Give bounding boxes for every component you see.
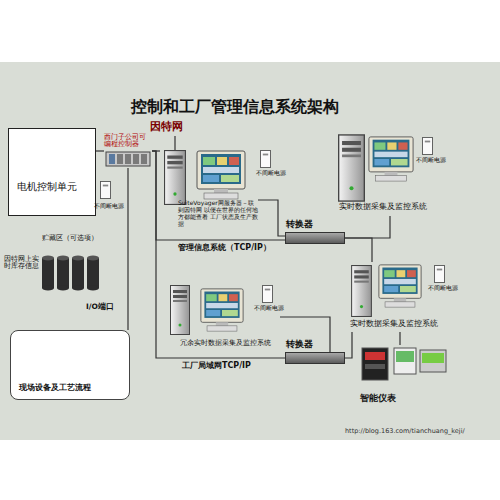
server-tower: [339, 135, 365, 201]
ups-label: 不间断电源: [256, 170, 286, 177]
network-link: [152, 150, 160, 151]
link-label: 工厂局域网TCP/IP: [182, 361, 251, 370]
plc-rack: [106, 152, 150, 166]
ups-label: 不间断电源: [254, 305, 284, 312]
server-tower: [171, 286, 190, 335]
tank-bottom: [87, 286, 99, 291]
node-text: 实时数据采集及监控系统: [350, 320, 448, 329]
network-switch: 转换器: [285, 232, 345, 244]
server-tower: [352, 266, 372, 317]
network-link: [345, 332, 352, 358]
smart-instrument: 智能仪表: [360, 345, 446, 407]
tank-body: [42, 258, 54, 288]
network-link: [345, 216, 390, 238]
network-link: [345, 238, 372, 262]
ups-unit: [101, 181, 111, 198]
workstation-monitor: [369, 137, 413, 181]
ups-label: 不间断电源: [428, 285, 458, 292]
network-link: [152, 151, 285, 358]
background-panel: [0, 62, 500, 440]
panel-meter: [394, 348, 416, 374]
monitoring-station: 实时数据采集及监控系统: [348, 262, 448, 332]
watermark: http://blog.163.com/tianchuang_keji/: [345, 428, 465, 435]
node-text: 电机控制单元: [17, 181, 91, 193]
diagram-title: 控制和工厂管理信息系统架构: [100, 98, 370, 116]
tank-top: [72, 256, 84, 261]
node-text: 现场设备及工艺流程: [19, 383, 123, 392]
node-text: 转换器: [286, 339, 330, 349]
tank-body: [72, 258, 84, 288]
ups-unit: [435, 265, 445, 282]
ups-unit: [423, 137, 433, 154]
tank-top: [87, 256, 99, 261]
network-switch: 转换器: [285, 352, 345, 364]
tank-top: [57, 256, 69, 261]
meter-keys: [365, 364, 385, 369]
plc-device: 西门子公司可编程控制器: [104, 134, 152, 168]
motor-unit-box: 电机控制单元: [8, 128, 96, 216]
internet-link: [174, 136, 175, 150]
link-label: I/O端口: [86, 303, 114, 312]
internet-label: 因特网: [150, 121, 183, 134]
network-link: [127, 168, 128, 330]
node-text: 智能仪表: [360, 394, 416, 404]
network-link: [258, 200, 285, 236]
plc-module: [109, 154, 115, 164]
network-link: [96, 150, 104, 151]
redundant-station: 冗余实时数据采集及监控系统: [168, 283, 280, 351]
plc-module: [117, 154, 123, 164]
panel-meter: [420, 350, 446, 372]
plc-module: [133, 154, 139, 164]
node-text: 因特网上实时库存信息: [4, 256, 42, 271]
meter-display: [396, 351, 414, 362]
node-text: 贮藏区（可选项）: [42, 234, 108, 242]
workstation-monitor: [197, 151, 245, 199]
workstation-monitor: [201, 289, 243, 331]
node-text: 冗余实时数据采集及监控系统: [180, 339, 280, 347]
node-text: 实时数据采集及监控系统: [339, 203, 445, 212]
plc-module: [125, 154, 131, 164]
ups-label: 不间断电源: [416, 157, 446, 164]
tank-body: [57, 258, 69, 288]
network-link: [152, 151, 285, 240]
link-label: 管理信息系统（TCP/IP）: [178, 243, 271, 252]
node-text: 转换器: [286, 219, 330, 229]
node-text: 西门子公司可编程控制器: [104, 134, 152, 149]
node-text: SuiteVoyager网服务器－联到因特网 以便在世界的任何地方都能查看 工厂…: [178, 200, 258, 228]
meter-display: [422, 353, 444, 363]
monitoring-station: 实时数据采集及监控系统: [335, 132, 445, 216]
tank-top: [42, 256, 54, 261]
workstation-monitor: [379, 265, 421, 307]
meter-display: [365, 352, 385, 360]
network-link: [280, 317, 330, 352]
web-server: SuiteVoyager网服务器－联到因特网 以便在世界的任何地方都能查看 工厂…: [160, 148, 258, 238]
network-link: [399, 332, 400, 345]
tank-body: [87, 258, 99, 288]
plc-module: [141, 154, 147, 164]
tank-bottom: [72, 286, 84, 291]
storage-area: 贮藏区（可选项） 因特网上实时库存信息: [4, 232, 108, 300]
ups-unit: [263, 285, 273, 302]
panel-meter: [362, 348, 388, 380]
server-tower: [165, 151, 186, 205]
ups-unit: [261, 150, 271, 167]
tank-bottom: [57, 286, 69, 291]
tank-bottom: [42, 286, 54, 291]
ups-label: 不间断电源: [94, 203, 124, 210]
tank-group: [42, 256, 99, 291]
field-device-box: 现场设备及工艺流程: [10, 330, 130, 400]
